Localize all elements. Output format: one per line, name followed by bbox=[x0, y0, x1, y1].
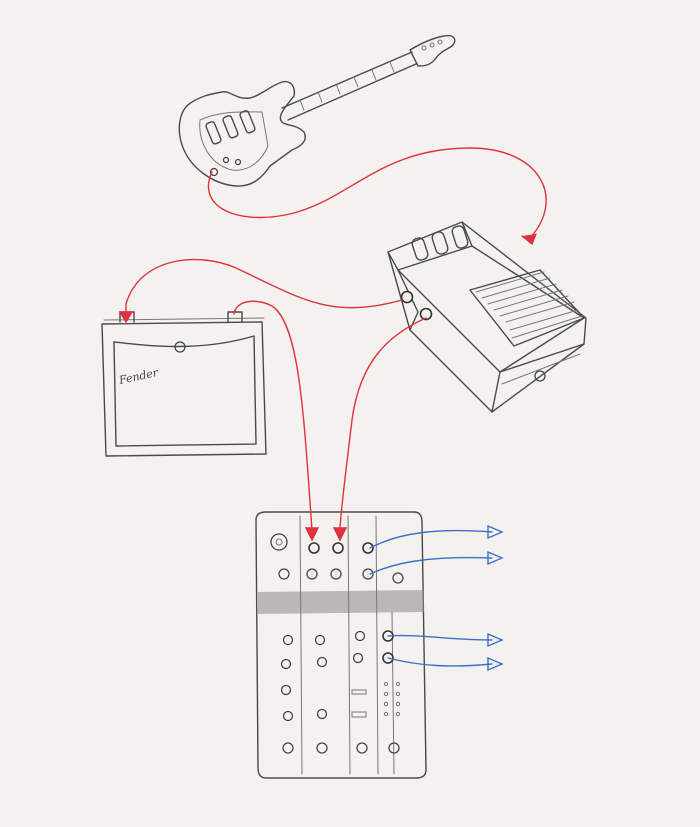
guitar-output-jack bbox=[209, 167, 219, 177]
output-cable bbox=[387, 634, 493, 641]
effects-pedal-icon bbox=[387, 221, 587, 413]
mixer-icon bbox=[255, 511, 427, 779]
amp-grille bbox=[113, 335, 257, 447]
pedal-body bbox=[387, 221, 587, 413]
mixer-meter bbox=[383, 681, 401, 717]
amp-cabinet bbox=[101, 321, 267, 457]
guitar-body bbox=[178, 80, 306, 187]
pedal-power-jack bbox=[534, 370, 546, 382]
pedal-knob bbox=[411, 237, 429, 261]
guitar-pickup bbox=[239, 110, 256, 134]
cable-pedal-to-amp bbox=[125, 258, 403, 315]
guitar-neck bbox=[281, 51, 417, 121]
instrument-cables bbox=[118, 147, 547, 542]
amp-logo: Fender bbox=[117, 366, 160, 387]
cable-amp-to-mixer bbox=[233, 300, 313, 531]
output-cable bbox=[387, 657, 493, 667]
cable-plug bbox=[118, 311, 134, 324]
cable-pedal-to-mixer bbox=[339, 317, 427, 529]
pedal-output-jack-2 bbox=[419, 307, 433, 321]
mixer-body bbox=[255, 511, 427, 779]
arrow-right-icon bbox=[487, 632, 504, 648]
output-cable bbox=[369, 556, 493, 575]
guitar-headstock bbox=[409, 34, 456, 67]
mixer-xlr-input bbox=[270, 533, 288, 551]
cable-plug bbox=[521, 233, 537, 246]
mixer-input-jack bbox=[362, 542, 374, 554]
output-cable bbox=[369, 529, 493, 549]
guitar-pickguard bbox=[199, 111, 269, 171]
output-cables bbox=[369, 524, 504, 672]
cable-plug bbox=[304, 527, 320, 542]
arrow-right-icon bbox=[487, 550, 504, 566]
cable-plug bbox=[332, 527, 348, 542]
mixer-divider bbox=[258, 590, 424, 614]
guitar-amp-icon: Fender bbox=[101, 311, 267, 457]
amp-knob bbox=[174, 341, 186, 353]
amp-output-jack bbox=[227, 311, 243, 323]
arrow-right-icon bbox=[487, 656, 504, 672]
pedal-output-jack bbox=[400, 290, 414, 304]
arrow-right-icon bbox=[487, 524, 504, 540]
pedal-knob bbox=[431, 231, 449, 255]
guitar-pickup bbox=[205, 121, 222, 145]
pedal-knob bbox=[451, 225, 469, 249]
mixer-input-jack bbox=[332, 542, 344, 554]
cable-guitar-to-pedal bbox=[207, 147, 547, 239]
guitar-pickup bbox=[222, 115, 239, 139]
electric-guitar-icon bbox=[178, 34, 456, 187]
mixer-input-jack bbox=[308, 542, 320, 554]
pedal-footswitch bbox=[469, 269, 585, 347]
